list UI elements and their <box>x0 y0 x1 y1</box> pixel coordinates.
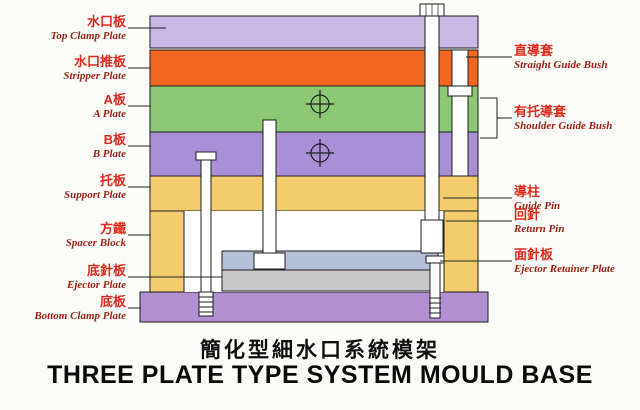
label-ejector-plate-zh: 底針板 <box>86 263 126 278</box>
label-ejector-retainer-plate-en: Ejector Retainer Plate <box>514 262 615 275</box>
label-spacer-block: 方鐵 Spacer Block <box>66 221 126 250</box>
label-a-plate-zh: A板 <box>103 92 126 107</box>
label-spacer-block-en: Spacer Block <box>65 236 126 249</box>
label-ejector-plate-en: Ejector Plate <box>67 278 126 291</box>
title-chinese: 簡化型細水口系統模架 <box>200 339 440 362</box>
label-shoulder-guide-bush-en: Shoulder Guide Bush <box>514 119 613 132</box>
return-pin-shape <box>425 255 445 319</box>
leader-lines <box>128 27 512 309</box>
title-english: THREE PLATE TYPE SYSTEM MOULD BASE <box>47 361 593 389</box>
label-return-pin-zh: 回針 <box>514 207 541 222</box>
label-straight-guide-bush-en: Straight Guide Bush <box>514 58 608 71</box>
spacer-block-right-shape <box>443 210 479 293</box>
label-bottom-clamp-plate-zh: 底板 <box>99 294 126 309</box>
label-shoulder-guide-bush-zh: 有托導套 <box>514 104 567 119</box>
label-top-clamp-plate-en: Top Clamp Plate <box>50 29 126 42</box>
ejector-plate-shape <box>221 269 439 292</box>
label-ejector-retainer-plate: 面針板 Ejector Retainer Plate <box>514 247 615 276</box>
label-stripper-plate: 水口推板 Stripper Plate <box>63 54 126 83</box>
label-guide-pin-en: Guide Pin <box>514 199 561 212</box>
label-top-clamp-plate-zh: 水口板 <box>86 14 126 29</box>
label-stripper-plate-zh: 水口推板 <box>73 54 126 69</box>
label-support-plate-en: Support Plate <box>63 188 126 201</box>
label-b-plate-en: B Plate <box>92 147 126 160</box>
label-spacer-block-zh: 方鐵 <box>99 221 126 236</box>
label-b-plate-zh: B板 <box>103 132 126 147</box>
screw-symbol-a-plate <box>306 90 334 118</box>
label-ejector-retainer-plate-zh: 面針板 <box>514 247 554 262</box>
label-return-pin-en: Return Pin <box>514 222 565 235</box>
label-a-plate-en: A Plate <box>93 107 126 120</box>
label-bottom-clamp-plate-en: Bottom Clamp Plate <box>34 309 126 322</box>
a-plate-shape <box>149 85 479 133</box>
label-straight-guide-bush: 直導套 Straight Guide Bush <box>514 43 608 72</box>
label-guide-pin-zh: 導柱 <box>514 184 541 199</box>
shoulder-guide-bush-body <box>451 95 469 177</box>
label-a-plate: A板 A Plate <box>93 92 126 121</box>
spacer-block-left-shape <box>149 210 185 293</box>
label-ejector-plate: 底針板 Ejector Plate <box>67 263 126 292</box>
shoulder-guide-bush-flange <box>447 85 473 97</box>
straight-guide-bush-shape <box>451 49 469 87</box>
guide-pin-shape <box>419 3 445 254</box>
return-pin-center <box>253 119 286 270</box>
label-support-plate: 托板 Support Plate <box>64 173 126 202</box>
label-b-plate: B板 B Plate <box>93 132 126 161</box>
label-bottom-clamp-plate: 底板 Bottom Clamp Plate <box>34 294 126 323</box>
screw-symbol-b-plate <box>306 139 334 167</box>
label-straight-guide-bush-zh: 直導套 <box>514 43 554 58</box>
label-stripper-plate-en: Stripper Plate <box>63 69 126 82</box>
label-guide-pin: 導柱 Guide Pin <box>514 184 560 213</box>
stripper-plate-shape <box>149 49 479 87</box>
label-top-clamp-plate: 水口板 Top Clamp Plate <box>51 14 126 43</box>
label-return-pin: 回針 Return Pin <box>514 207 564 236</box>
support-pillar-pin <box>195 151 217 317</box>
top-clamp-plate-shape <box>149 15 479 49</box>
label-shoulder-guide-bush: 有托導套 Shoulder Guide Bush <box>514 104 612 133</box>
label-support-plate-zh: 托板 <box>99 173 126 188</box>
